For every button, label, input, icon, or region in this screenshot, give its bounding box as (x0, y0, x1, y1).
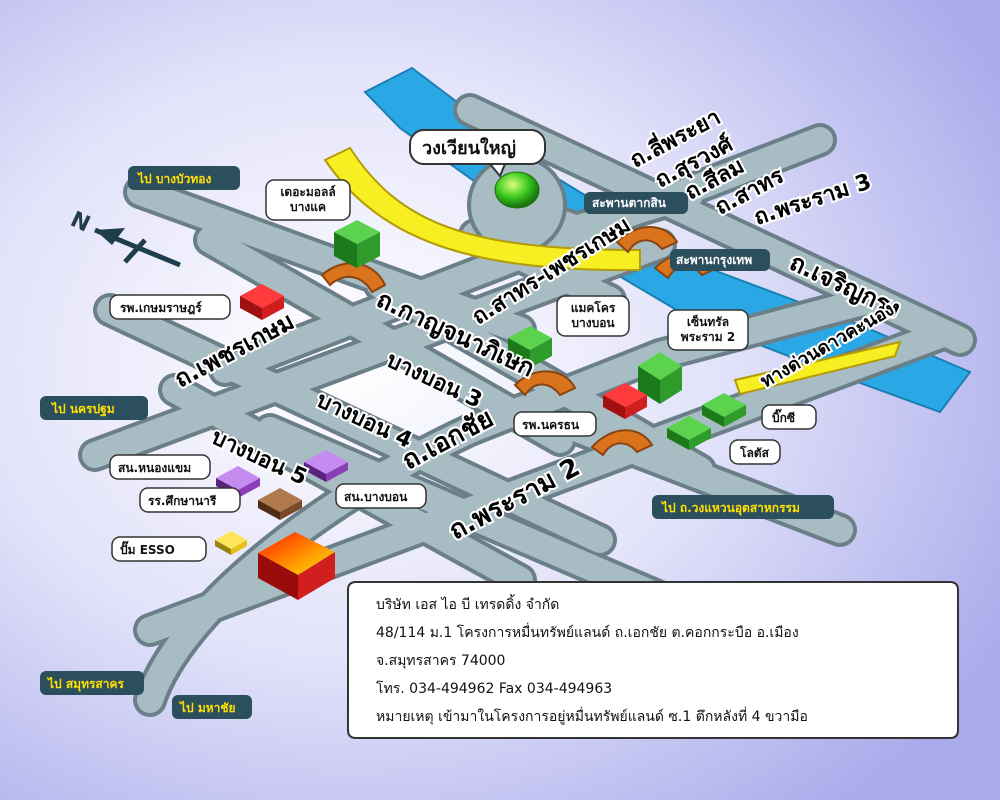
svg-text:รร.ศึกษานารี: รร.ศึกษานารี (148, 494, 217, 508)
svg-text:ไป ถ.วงแหวนอุตสาหกรรม: ไป ถ.วงแหวนอุตสาหกรรม (660, 500, 800, 516)
place-label-kasemrad: รพ.เกษมราษฎร์ (109, 294, 231, 320)
building-siksanari-school (258, 488, 302, 520)
building-bigc (702, 393, 746, 427)
building-company (258, 532, 335, 600)
place-label-central: เซ็นทรัลพระราม 2 (667, 309, 749, 351)
place-label-siksanari: รร.ศึกษานารี (139, 487, 241, 513)
place-label-the-mall: เดอะมอลล์บางแค (265, 179, 351, 221)
bridge-label-taksin: สะพานตากสิน (584, 192, 688, 214)
building-central (638, 352, 682, 404)
building-makro (508, 326, 552, 368)
company-address-line2: จ.สมุทรสาคร 74000 (376, 653, 506, 669)
place-label-bigc: บิ๊กซี (761, 404, 817, 430)
expressway-sathorn-phetkasem (323, 146, 641, 272)
dest-label-mahachai: ไป มหาชัย (172, 695, 252, 719)
place-label-nakhon-hospital: รพ.นครธน (513, 411, 597, 437)
svg-text:รพ.นครธน: รพ.นครธน (522, 418, 580, 432)
place-label-nong-khaem: สน.หนองแขม (109, 454, 211, 480)
svg-text:ไป นครปฐม: ไป นครปฐม (50, 401, 115, 417)
bridge-label-krungthep: สะพานกรุงเทพ (670, 249, 770, 271)
central-landmark-callout: วงเวียนใหญ่ (409, 129, 546, 178)
building-esso (215, 531, 247, 555)
svg-text:สะพานกรุงเทพ: สะพานกรุงเทพ (676, 253, 752, 268)
svg-text:สน.บางบอน: สน.บางบอน (344, 490, 408, 504)
expressway-dao-khanong (733, 340, 902, 396)
svg-text:บิ๊กซี: บิ๊กซี (772, 408, 795, 425)
dest-label-samut-sakhon: ไป สมุทรสาคร (40, 671, 144, 695)
company-phone: โทร. 034-494962 Fax 034-494963 (376, 681, 613, 697)
svg-text:โลตัส: โลตัส (739, 445, 770, 460)
roundabout-dome (494, 171, 540, 209)
building-bangbon-district (304, 450, 348, 482)
svg-text:ไป บางบัวทอง: ไป บางบัวทอง (136, 171, 212, 186)
company-name: บริษัท เอส ไอ บี เทรดดิ้ง จำกัด (376, 597, 560, 613)
building-lotus (667, 416, 711, 450)
dest-label-bang-bua-thong: ไป บางบัวทอง (128, 166, 240, 190)
svg-text:เดอะมอลล์บางแค: เดอะมอลล์บางแค (280, 185, 335, 214)
place-label-lotus: โลตัส (729, 439, 781, 465)
central-landmark-label: วงเวียนใหญ่ (422, 137, 516, 159)
dest-label-nakhon-pathom: ไป นครปฐม (40, 396, 148, 420)
place-label-bangbon-district: สน.บางบอน (335, 483, 427, 509)
building-the-mall (334, 220, 380, 268)
svg-text:ปั๊ม ESSO: ปั๊ม ESSO (120, 540, 175, 557)
company-info-box: บริษัท เอส ไอ บี เทรดดิ้ง จำกัด 48/114 ม… (346, 580, 960, 740)
svg-text:ไป มหาชัย: ไป มหาชัย (178, 700, 236, 715)
svg-text:เซ็นทรัลพระราม 2: เซ็นทรัลพระราม 2 (681, 314, 735, 344)
company-note: หมายเหตุ เข้ามาในโครงการอยู่หมื่นทรัพย์แ… (376, 709, 808, 725)
svg-text:สน.หนองแขม: สน.หนองแขม (118, 461, 191, 475)
dest-label-industrial-ring: ไป ถ.วงแหวนอุตสาหกรรม (652, 495, 834, 519)
building-nakhon-hospital (603, 383, 647, 419)
svg-text:แมคโครบางบอน: แมคโครบางบอน (571, 300, 616, 330)
place-label-makro: แมคโครบางบอน (556, 295, 630, 337)
svg-text:ไป สมุทรสาคร: ไป สมุทรสาคร (46, 676, 125, 692)
svg-text:สะพานตากสิน: สะพานตากสิน (592, 196, 667, 210)
place-label-esso: ปั๊ม ESSO (111, 536, 207, 562)
building-kasemrad-hospital (240, 284, 284, 320)
company-address-line1: 48/114 ม.1 โครงการหมื่นทรัพย์แลนด์ ถ.เอก… (376, 625, 799, 641)
svg-text:รพ.เกษมราษฎร์: รพ.เกษมราษฎร์ (120, 301, 202, 315)
